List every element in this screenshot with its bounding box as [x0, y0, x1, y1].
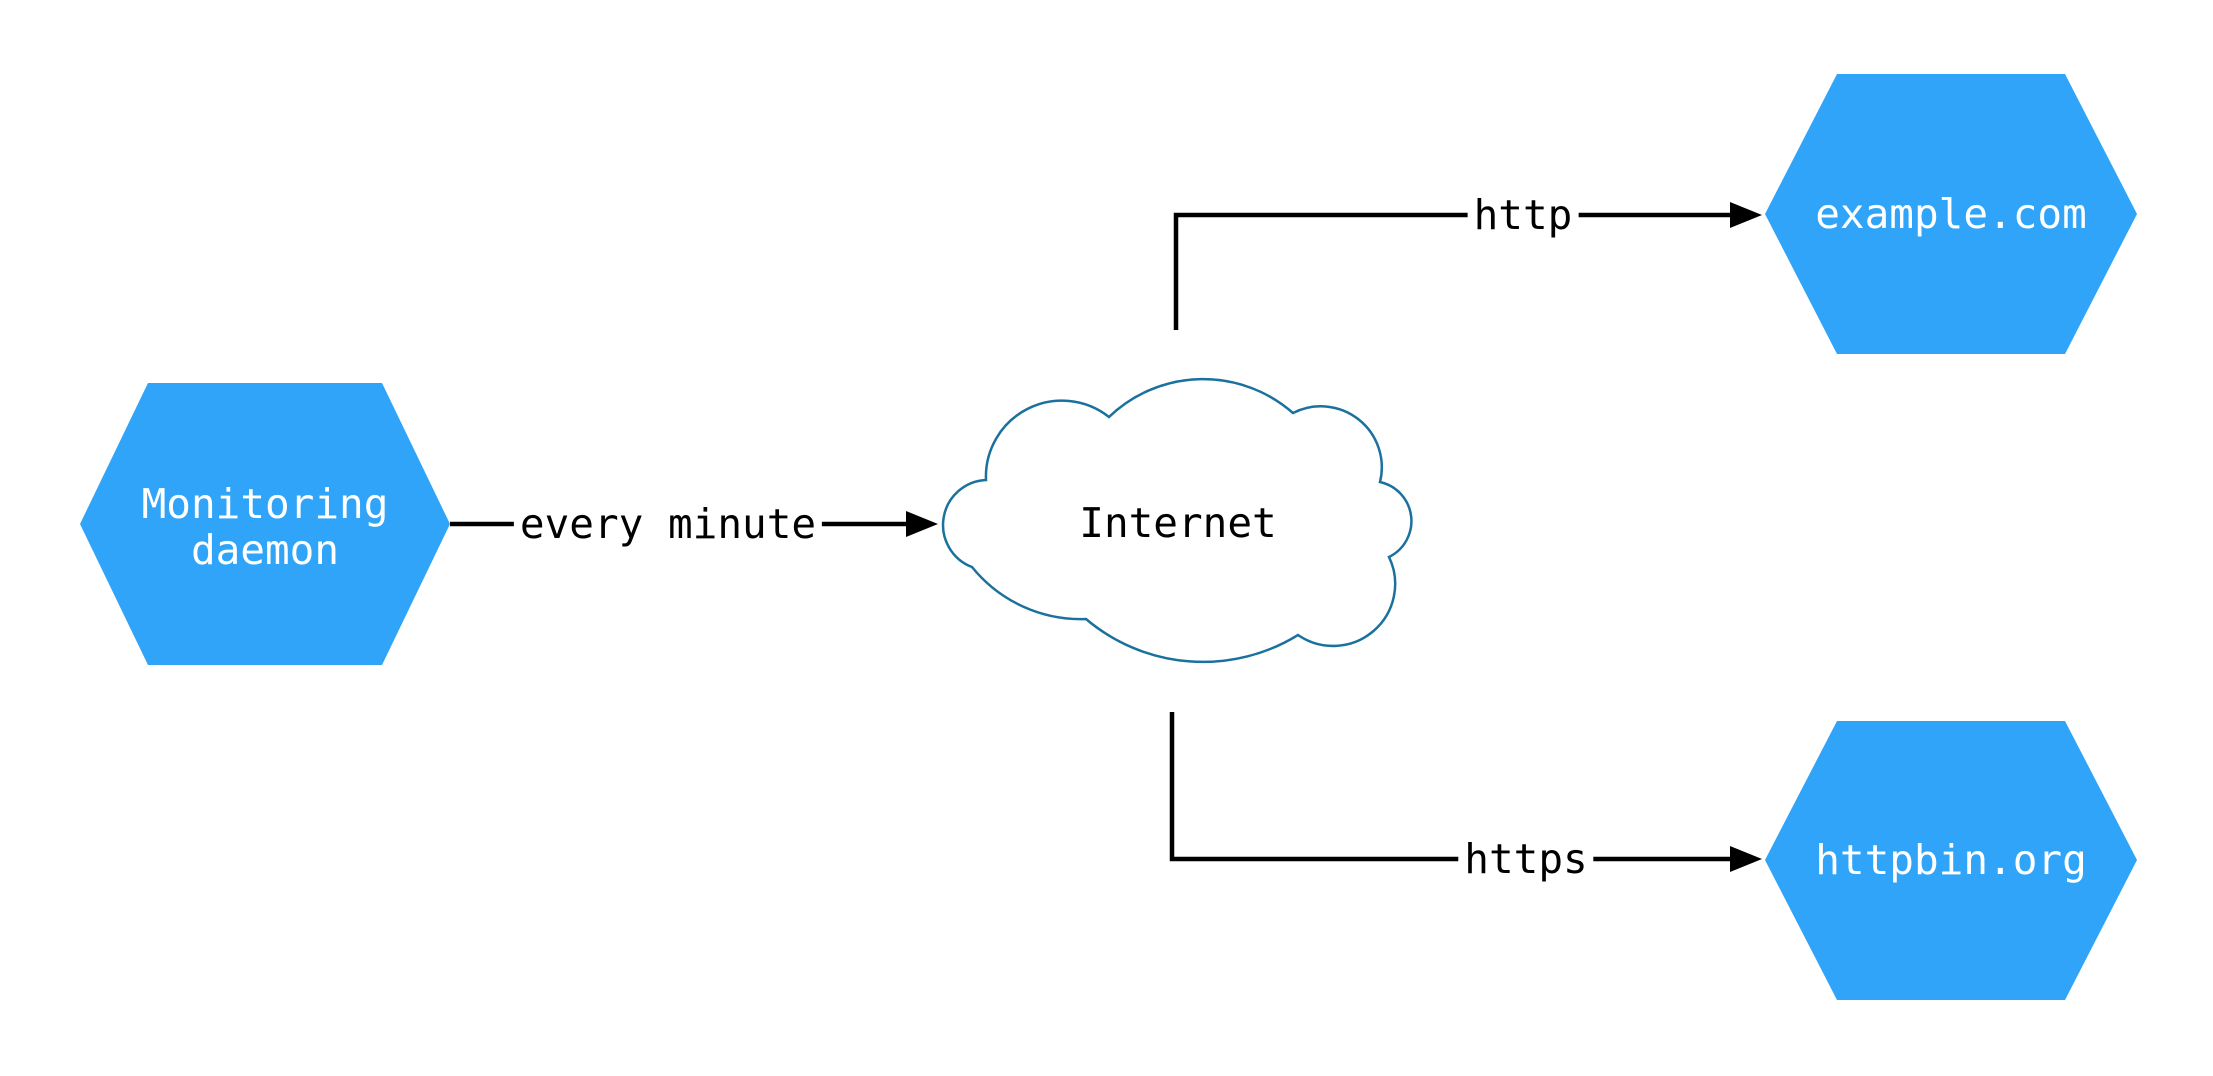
- httpbin-org-label: httpbin.org: [1815, 836, 2087, 884]
- every-minute-arrowhead-icon: [906, 511, 938, 537]
- monitoring-daemon-hexagon: [80, 383, 450, 665]
- internet-label: Internet: [1079, 499, 1277, 547]
- http-edge-line: [1173, 212, 1732, 330]
- internet-cloud-shape: [941, 377, 1413, 664]
- http-arrowhead-icon: [1730, 202, 1762, 228]
- http-edge-label: http: [1467, 192, 1579, 238]
- example-com-hexagon: [1765, 74, 2137, 354]
- every-minute-edge-label: every minute: [513, 501, 823, 547]
- https-edge-line: [1169, 712, 1732, 862]
- https-edge-label: https: [1458, 836, 1594, 882]
- example-com-label: example.com: [1815, 190, 2087, 238]
- https-arrowhead-icon: [1730, 846, 1762, 872]
- monitoring-daemon-label: Monitoring daemon: [141, 480, 389, 574]
- httpbin-org-hexagon: [1765, 721, 2137, 1000]
